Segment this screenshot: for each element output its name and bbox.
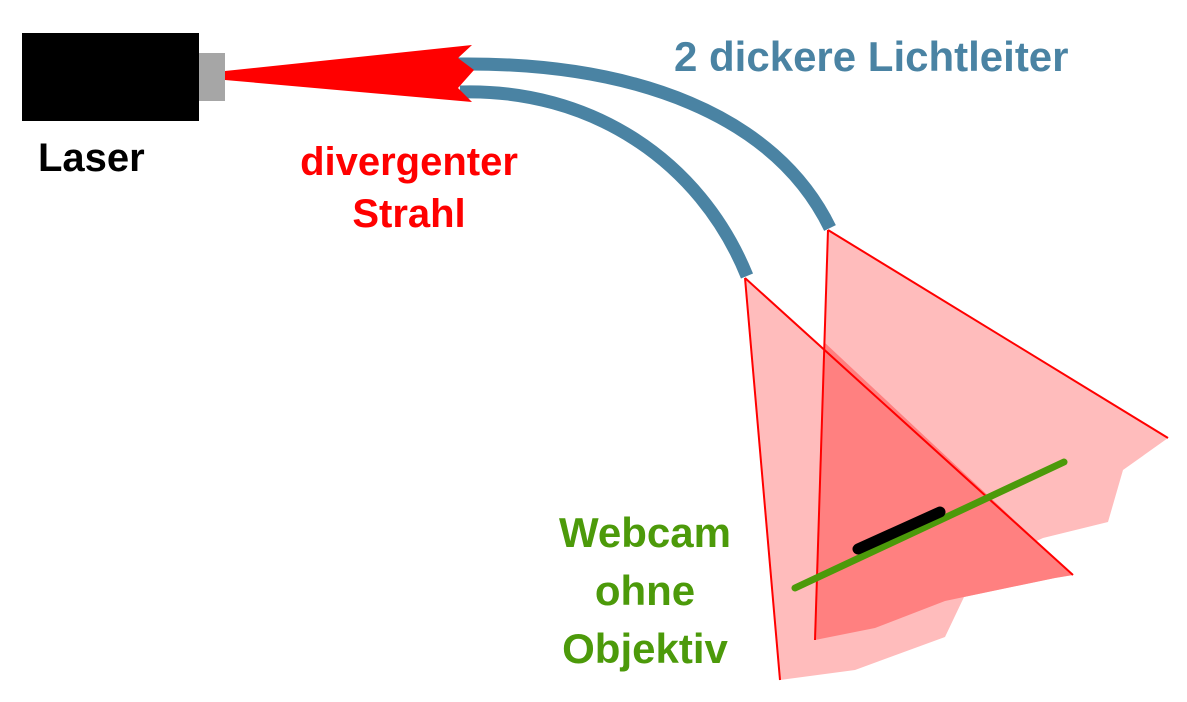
label-laser: Laser: [38, 136, 145, 180]
label-divergenter-strahl-line-2: Strahl: [352, 192, 466, 236]
webcam-sensor: [852, 506, 946, 555]
label-divergenter-strahl-line-1: divergenter: [300, 140, 518, 184]
label-webcam: Webcam ohne Objektiv: [545, 504, 745, 678]
label-webcam-line-1: Webcam: [559, 509, 731, 556]
label-divergenter-strahl: divergenter Strahl: [278, 136, 540, 240]
label-lichtleiter: 2 dickere Lichtleiter: [674, 33, 1069, 80]
cone-2-left-edge: [814, 229, 829, 641]
webcam-line: [791, 458, 1068, 592]
laser-body: [22, 33, 199, 121]
cone-1-left-edge: [744, 277, 781, 681]
light-cone-overlap: [815, 342, 1073, 640]
cone-2-right-edge: [827, 229, 1169, 439]
label-webcam-line-3: Objektiv: [562, 625, 728, 672]
laser-lens: [199, 53, 225, 101]
divergent-beam: [225, 45, 474, 102]
fiber-lower: [459, 85, 754, 279]
fiber-upper: [457, 57, 836, 231]
label-webcam-line-2: ohne: [594, 567, 696, 614]
cone-1-right-edge: [744, 277, 1074, 576]
